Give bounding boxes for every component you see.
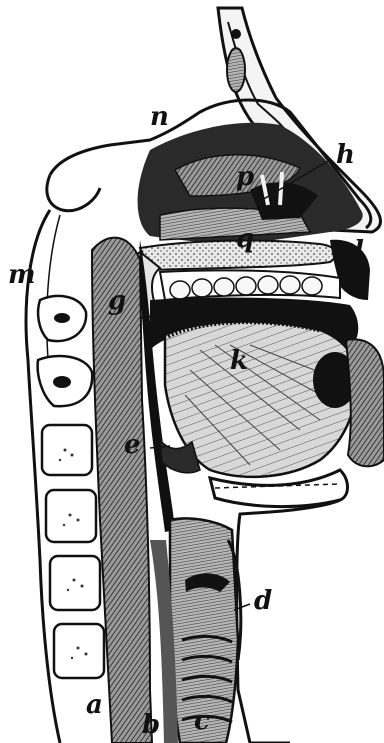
label-g: g bbox=[108, 288, 126, 314]
label-k: k bbox=[230, 348, 248, 374]
label-l: l bbox=[354, 238, 364, 264]
label-q: q bbox=[236, 226, 254, 252]
label-b: b bbox=[142, 712, 160, 738]
occipital-outline bbox=[47, 175, 100, 211]
label-c: c bbox=[194, 708, 210, 734]
label-e: e bbox=[124, 432, 141, 458]
label-a: a bbox=[86, 692, 103, 718]
label-h: h bbox=[336, 142, 355, 168]
chin-neck-front bbox=[237, 500, 340, 743]
frontal-sinus bbox=[227, 48, 245, 92]
lower-lip bbox=[346, 339, 384, 466]
label-m: m bbox=[8, 262, 36, 288]
label-d: d bbox=[254, 588, 272, 614]
label-n: n bbox=[150, 104, 169, 130]
label-p: p bbox=[236, 164, 254, 190]
